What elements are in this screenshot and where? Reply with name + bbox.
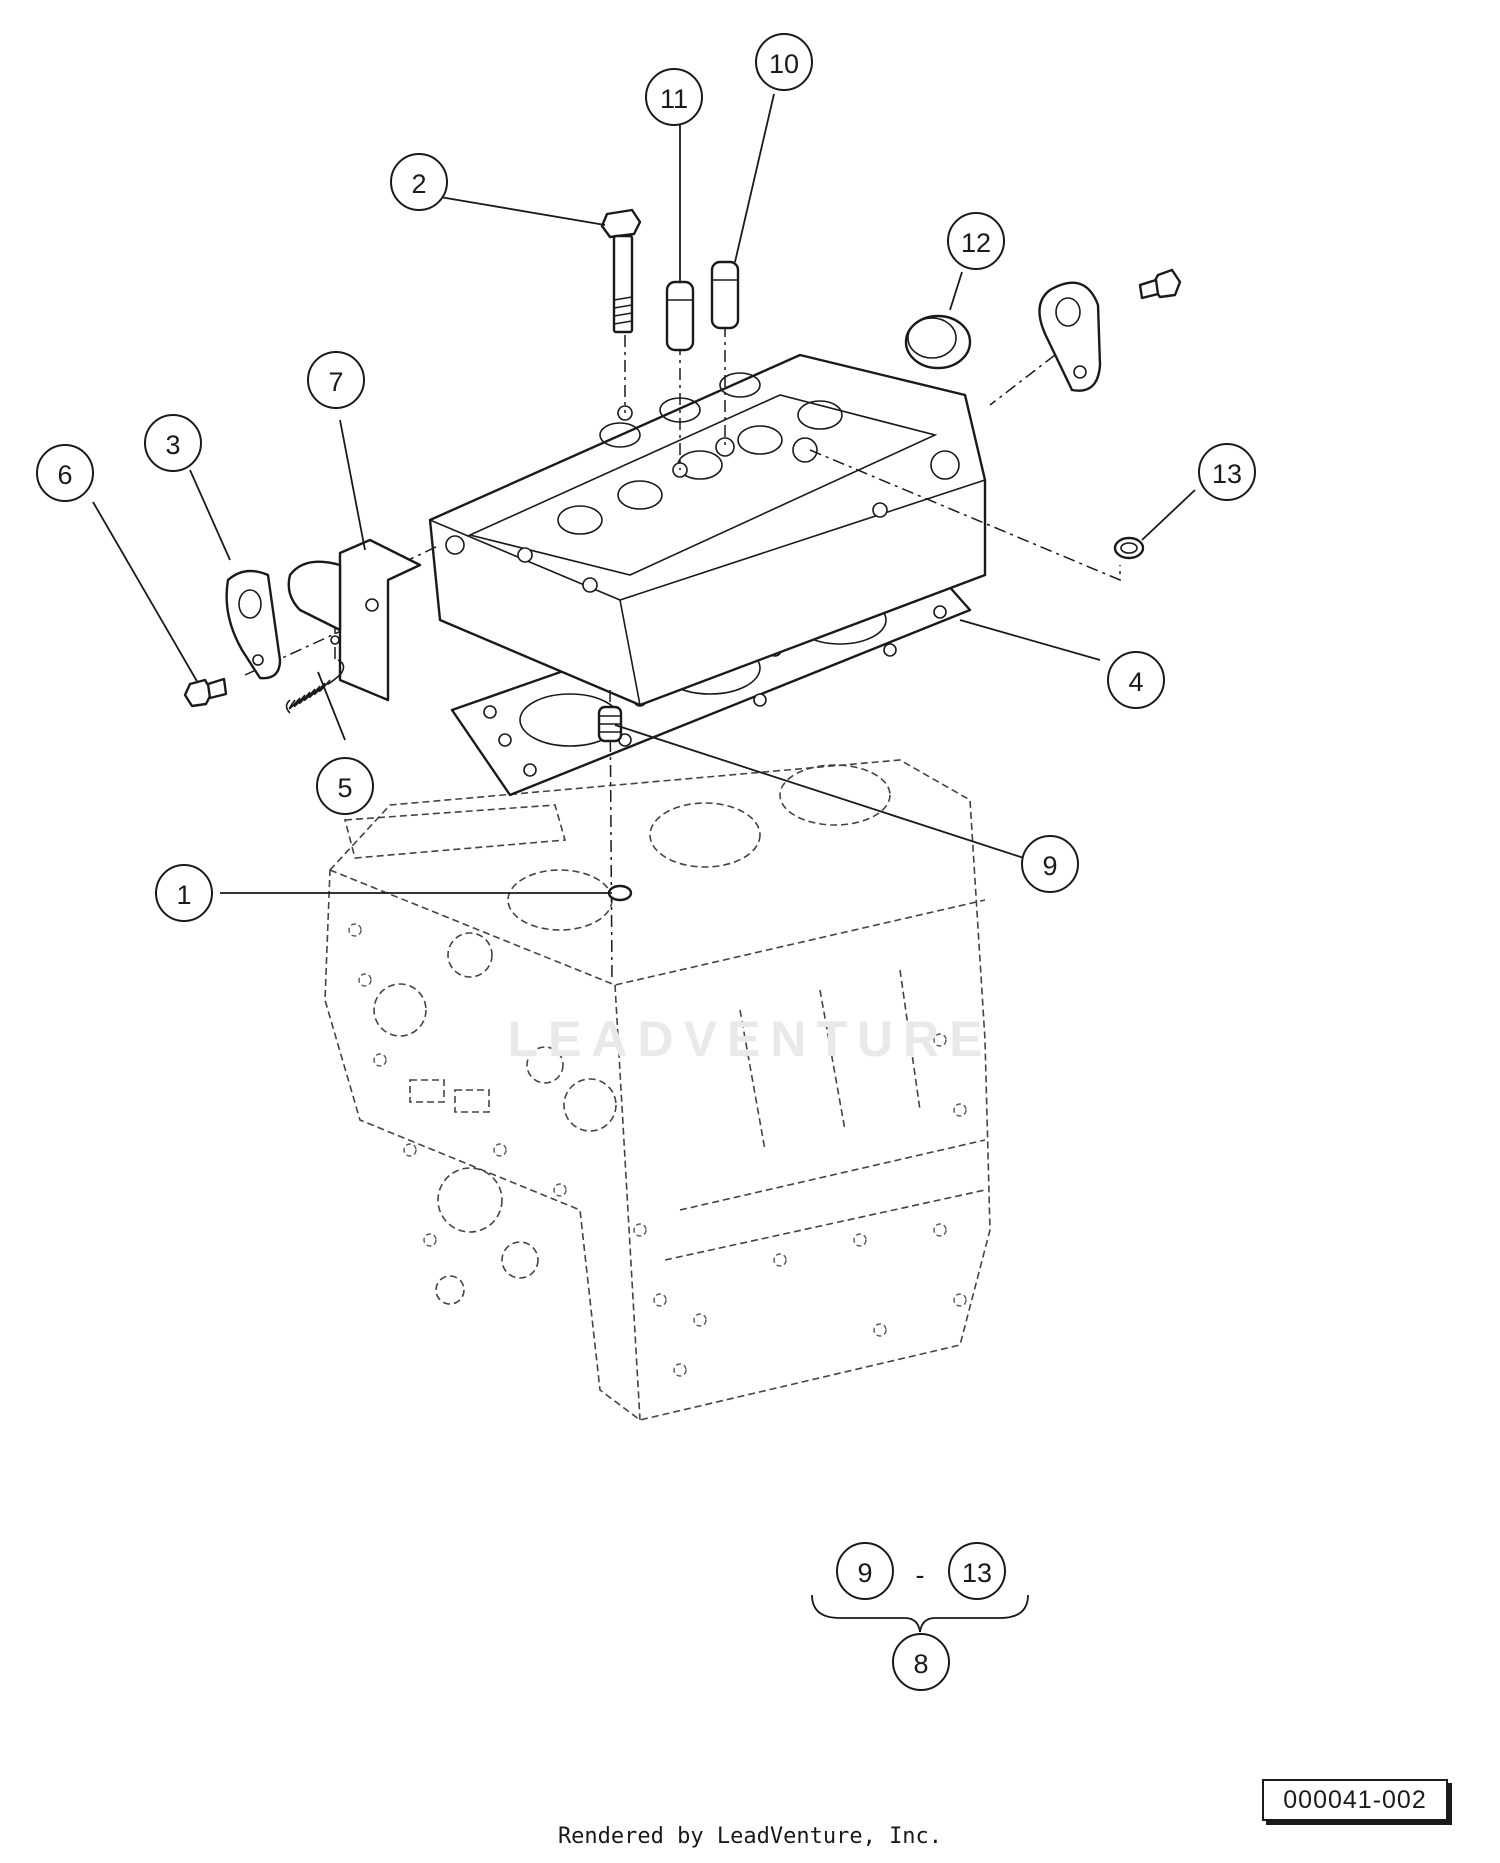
callout-12-label: 12 [961, 228, 991, 258]
hook-bolt-left [183, 677, 228, 708]
tension-spring [285, 659, 345, 714]
callout-7-label: 7 [328, 367, 343, 397]
cup-plug [904, 314, 972, 370]
callout-3-label: 3 [165, 430, 180, 460]
callout-1[interactable]: 1 [155, 864, 213, 922]
cylinder-head [428, 353, 987, 707]
kit-callout[interactable]: 8 [892, 1633, 950, 1691]
callout-3[interactable]: 3 [144, 414, 202, 472]
callout-10[interactable]: 10 [755, 33, 813, 91]
callout-6[interactable]: 6 [36, 444, 94, 502]
callout-6-label: 6 [57, 460, 72, 490]
callout-11[interactable]: 11 [645, 68, 703, 126]
kit-callout-from[interactable]: 9 [836, 1542, 894, 1600]
kit-callout-to[interactable]: 13 [948, 1542, 1006, 1600]
hook-bolt-right [1138, 268, 1182, 300]
engine-block [324, 759, 991, 1421]
callout-9-label: 9 [1042, 851, 1057, 881]
callout-2[interactable]: 2 [390, 153, 448, 211]
dowel-pin [597, 705, 623, 743]
stud-11 [665, 280, 695, 352]
kit-range-separator: - [916, 1560, 925, 1590]
callout-5[interactable]: 5 [316, 757, 374, 815]
callout-4-label: 4 [1128, 667, 1143, 697]
kit-label: 8 [913, 1649, 928, 1679]
lifting-hook-right [1038, 281, 1102, 392]
callout-12[interactable]: 12 [947, 212, 1005, 270]
callout-11-label: 11 [660, 84, 688, 114]
kit-brace [811, 1594, 1029, 1633]
callout-2-label: 2 [411, 169, 426, 199]
callout-10-label: 10 [769, 49, 799, 79]
callout-1-label: 1 [176, 880, 191, 910]
callout-13[interactable]: 13 [1198, 443, 1256, 501]
kit-group: 9 - 13 8 [811, 1542, 1029, 1691]
callout-13-label: 13 [1212, 459, 1242, 489]
gasket-ring [607, 884, 633, 902]
callout-5-label: 5 [337, 773, 352, 803]
head-bolt-holes [517, 405, 888, 593]
watermark: LEADVENTURE [507, 1011, 993, 1067]
head-bolt [600, 208, 642, 334]
block-bolt-holes [348, 923, 967, 1377]
leader-lines [92, 93, 1196, 894]
o-ring [1113, 536, 1145, 560]
kit-from-label: 9 [857, 1558, 872, 1588]
stud-10 [710, 260, 740, 330]
diagram-id-box: 000041-002 [1262, 1779, 1448, 1821]
callout-4[interactable]: 4 [1107, 651, 1165, 709]
callout-9[interactable]: 9 [1021, 835, 1079, 893]
bracket [287, 538, 422, 702]
lifting-hook-left [225, 569, 282, 680]
footer-credit: Rendered by LeadVenture, Inc. [557, 1824, 943, 1849]
callout-7[interactable]: 7 [307, 351, 365, 409]
kit-to-label: 13 [962, 1558, 992, 1588]
